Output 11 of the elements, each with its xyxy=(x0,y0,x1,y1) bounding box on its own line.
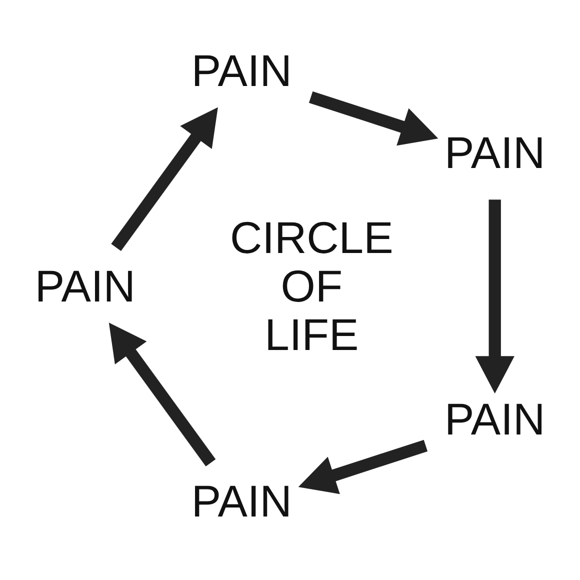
node-text: PAIN xyxy=(191,46,292,96)
node-text: PAIN xyxy=(444,395,546,444)
arrow xyxy=(298,440,428,494)
arrow xyxy=(108,322,216,466)
node-text: PAIN xyxy=(191,478,292,527)
node-text: PAIN xyxy=(444,129,546,178)
arrow xyxy=(111,107,218,251)
node-text: PAIN xyxy=(34,262,136,312)
arrow xyxy=(475,200,514,394)
label: CIRCLE OF LIFE xyxy=(230,214,394,360)
arrow xyxy=(308,91,438,146)
